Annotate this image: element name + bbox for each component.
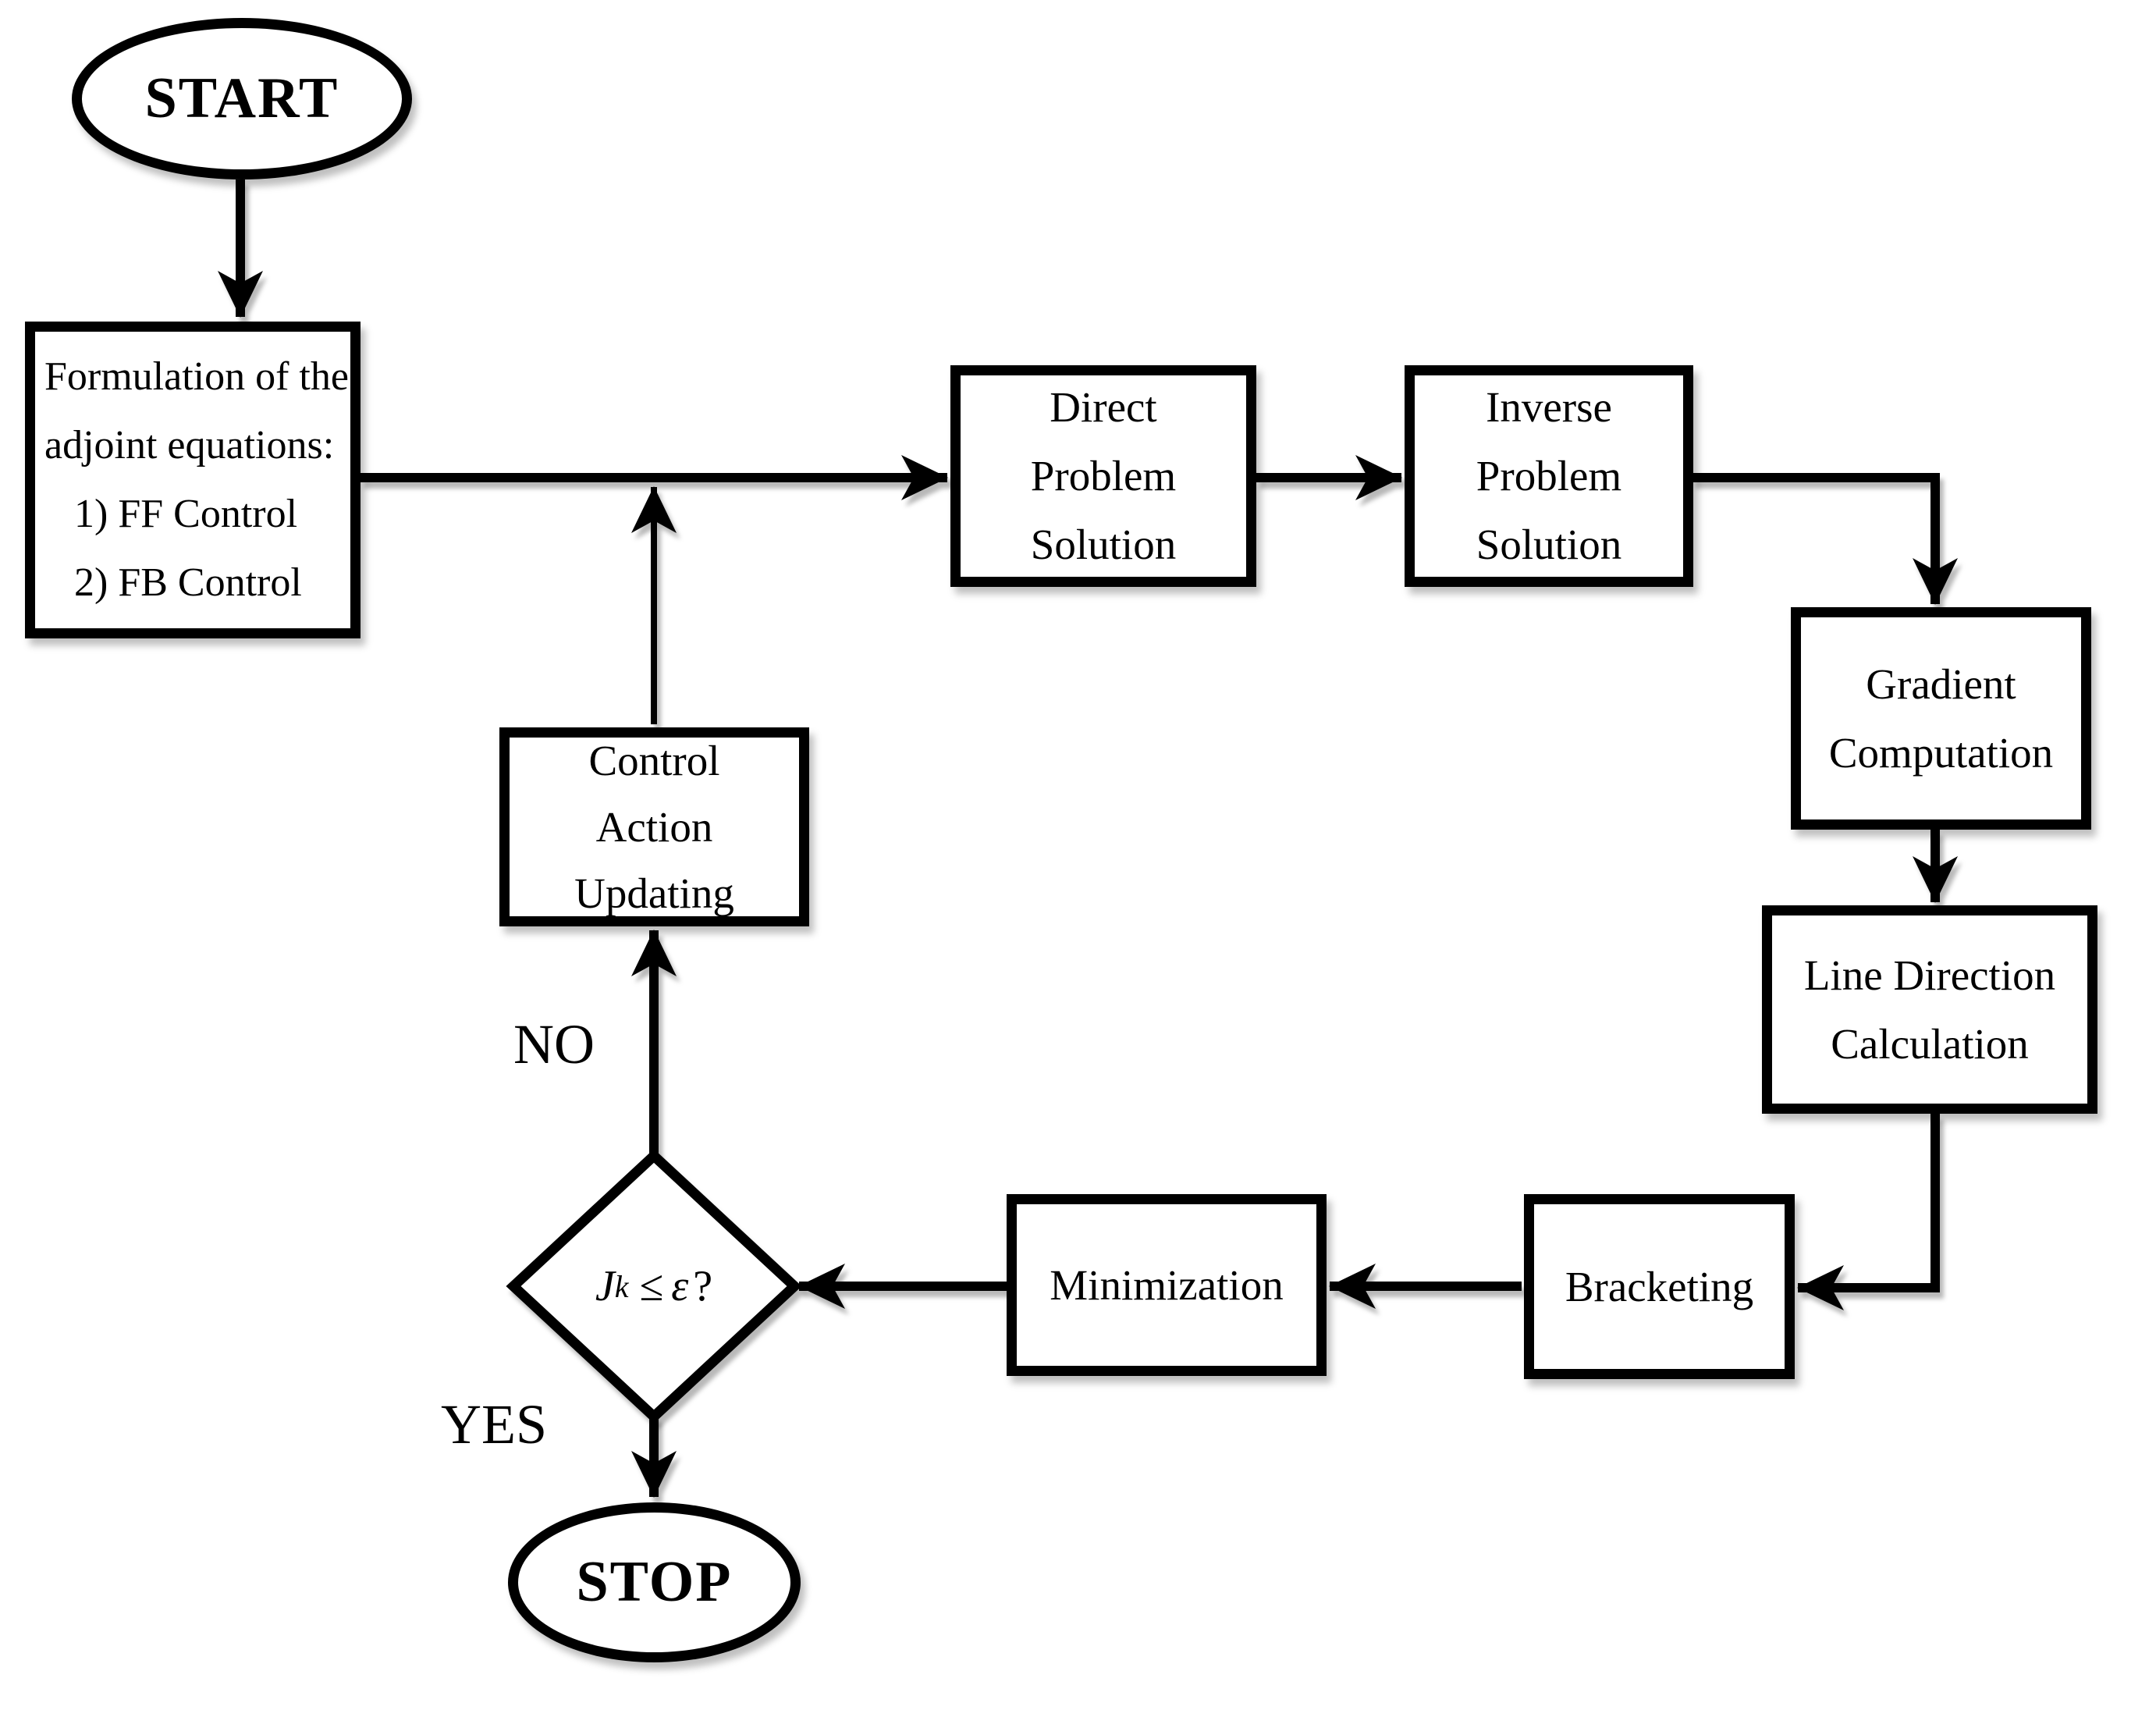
formulation-line-4: 2) FB Control bbox=[74, 560, 302, 605]
inverse-line-3: Solution bbox=[1476, 521, 1622, 568]
decision-threshold: ε bbox=[671, 1262, 689, 1310]
control-line-3: Updating bbox=[574, 869, 734, 917]
bracketing-label: Bracketing bbox=[1565, 1262, 1754, 1310]
edge-inverse-to-gradient bbox=[1692, 473, 1958, 605]
stop-terminator: STOP bbox=[508, 1502, 801, 1662]
direct-line-3: Solution bbox=[1030, 521, 1177, 568]
linedir-line-1: Line Direction bbox=[1803, 951, 2056, 999]
formulation-process-box: Formulation of the adjoint equations: 1)… bbox=[25, 322, 361, 638]
decision-operator: ≤ bbox=[639, 1262, 664, 1310]
formulation-line-1: Formulation of the bbox=[44, 354, 349, 399]
gradient-line-2: Computation bbox=[1828, 728, 2054, 777]
bracketing-process-box: Bracketing bbox=[1524, 1194, 1795, 1379]
formulation-line-3: 1) FF Control bbox=[74, 492, 298, 536]
stop-label: STOP bbox=[576, 1550, 733, 1614]
gradient-computation-process-box: Gradient Computation bbox=[1791, 607, 2091, 830]
direct-line-1: Direct bbox=[1050, 383, 1157, 431]
inverse-problem-process-box: Inverse Problem Solution bbox=[1405, 365, 1693, 587]
line-direction-process-box: Line Direction Calculation bbox=[1762, 905, 2097, 1114]
inverse-line-1: Inverse bbox=[1486, 383, 1612, 431]
start-terminator: START bbox=[72, 18, 412, 180]
linedir-line-2: Calculation bbox=[1831, 1019, 2029, 1068]
decision-superscript: k bbox=[614, 1268, 629, 1304]
minimization-process-box: Minimization bbox=[1007, 1194, 1327, 1376]
control-line-1: Control bbox=[588, 737, 720, 784]
edge-linedirection-to-bracketing bbox=[1797, 1114, 1940, 1310]
no-branch-label: NO bbox=[513, 1013, 595, 1075]
minimization-label: Minimization bbox=[1050, 1260, 1284, 1309]
gradient-line-1: Gradient bbox=[1866, 659, 2016, 708]
decision-variable: J bbox=[595, 1262, 615, 1310]
decision-diamond-shape bbox=[506, 1149, 802, 1424]
formulation-line-2: adjoint equations: bbox=[44, 423, 335, 467]
direct-problem-process-box: Direct Problem Solution bbox=[950, 365, 1256, 587]
control-action-process-box: Control Action Updating bbox=[499, 727, 809, 926]
inverse-line-2: Problem bbox=[1476, 452, 1622, 499]
control-line-2: Action bbox=[595, 803, 713, 851]
decision-question-mark: ? bbox=[693, 1262, 713, 1310]
direct-line-2: Problem bbox=[1030, 452, 1177, 499]
yes-branch-label: YES bbox=[440, 1393, 548, 1456]
start-label: START bbox=[144, 66, 339, 130]
